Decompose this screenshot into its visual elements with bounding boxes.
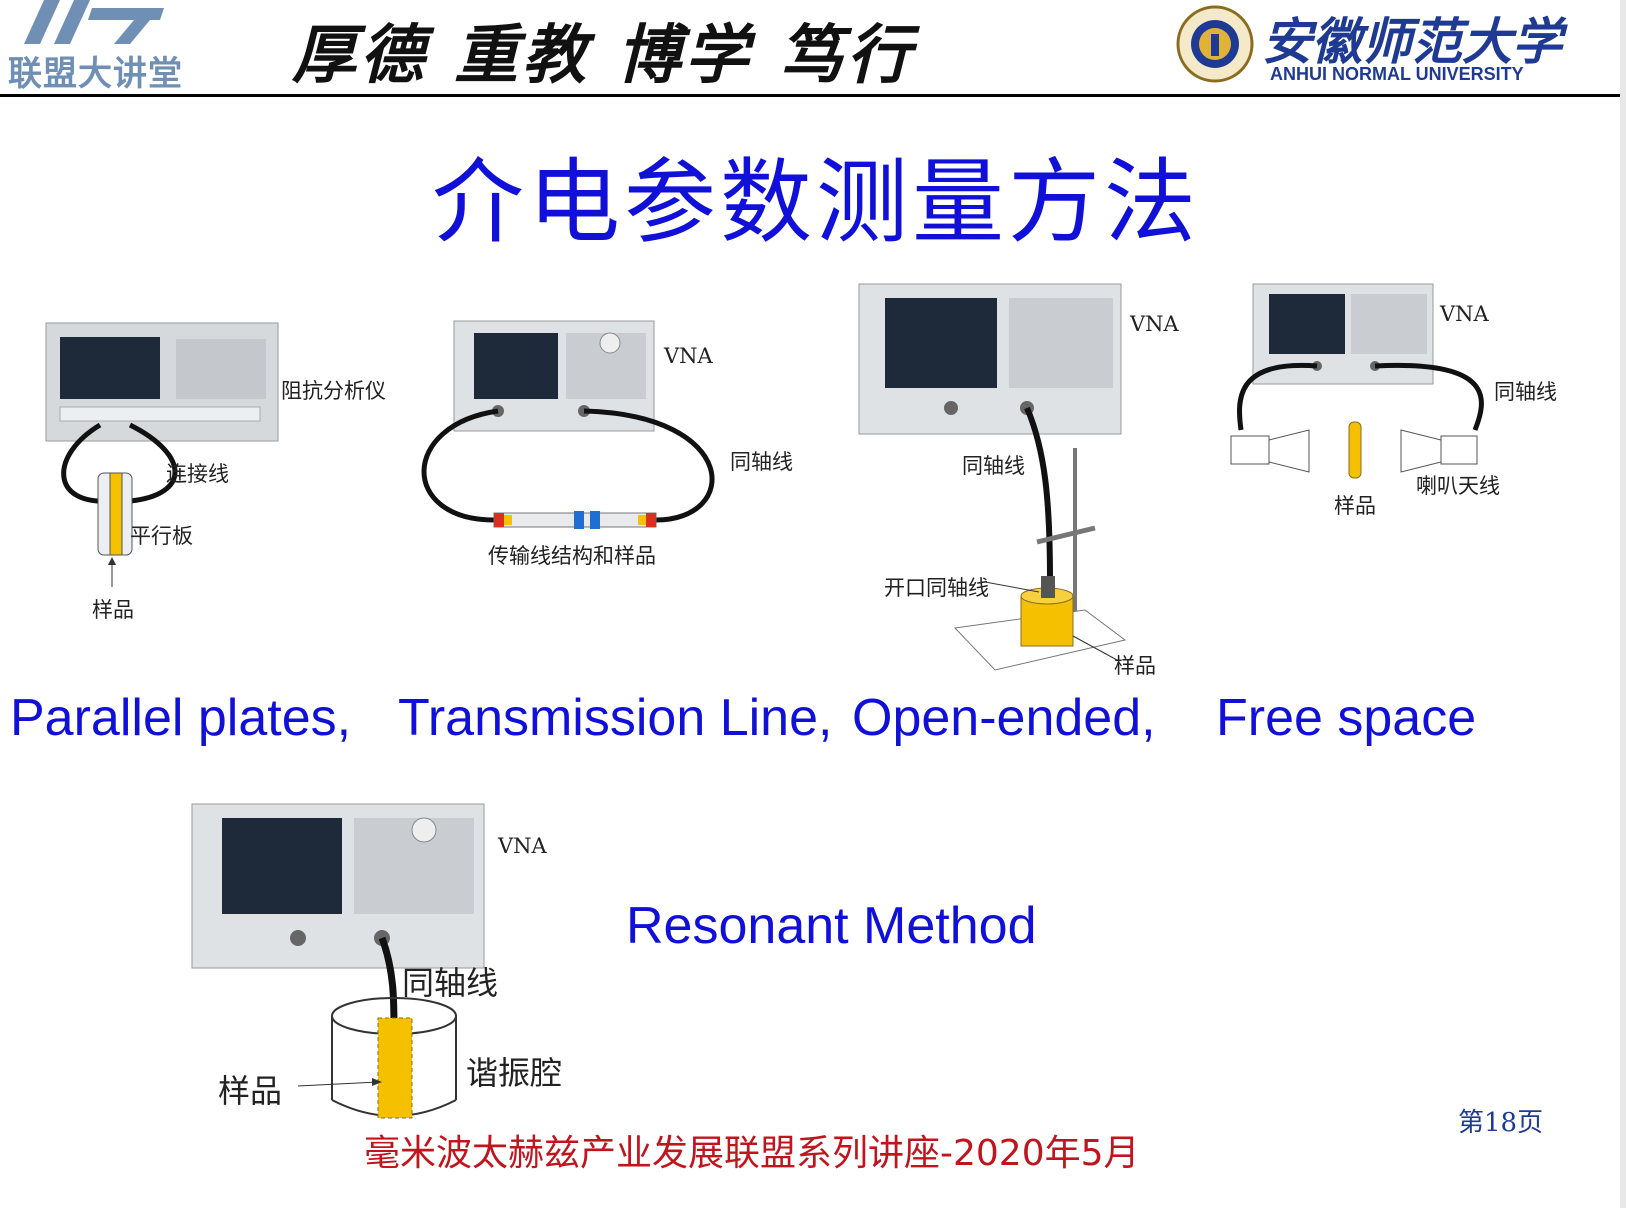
university-name-en: ANHUI NORMAL UNIVERSITY (1270, 64, 1524, 84)
free-space-diagram (1230, 283, 1484, 479)
label-parallel-plate: 平行板 (130, 524, 193, 548)
label-vna-transmission: VNA (664, 344, 713, 368)
label-horn-antenna: 喇叭天线 (1416, 474, 1500, 498)
university-name-cn: 安徽师范大学 (1262, 12, 1562, 71)
parallel-plate-diagram (45, 322, 279, 587)
right-edge-bar (1620, 0, 1626, 1208)
label-impedance-analyzer: 阻抗分析仪 (281, 379, 386, 403)
transmission-line-diagram (421, 320, 715, 529)
footer-lecture-series: 毫米波太赫兹产业发展联盟系列讲座-2020年5月 (364, 1133, 1140, 1174)
label-vna-resonant: VNA (498, 834, 547, 858)
method-free-space: Free space (1216, 689, 1477, 747)
label-connecting-cable: 连接线 (166, 462, 229, 486)
label-resonant-cavity: 谐振腔 (466, 1054, 563, 1092)
alliance-label: 联盟大讲堂 (8, 54, 183, 94)
method-open-ended: Open-ended, (852, 689, 1156, 747)
method-parallel-plates: Parallel plates, (10, 689, 352, 747)
label-coax-freespace: 同轴线 (1494, 380, 1557, 404)
alliance-logo-icon (24, 0, 164, 44)
method-transmission-line: Transmission Line, (398, 689, 833, 747)
label-sample-freespace: 样品 (1334, 494, 1376, 518)
university-seal-icon (1176, 5, 1254, 83)
page-number: 第18页 (1458, 1108, 1544, 1138)
slide-title: 介电参数测量方法 (432, 149, 1201, 256)
header-divider (0, 94, 1626, 97)
label-sample-openended: 样品 (1114, 654, 1156, 678)
label-sample-resonant: 样品 (218, 1072, 283, 1110)
open-ended-diagram (858, 283, 1127, 671)
label-transmission-structure: 传输线结构和样品 (488, 544, 656, 568)
university-motto: 厚德 重教 博学 笃行 (292, 18, 915, 93)
resonant-cavity-diagram (191, 803, 485, 1119)
label-open-coax-probe: 开口同轴线 (884, 576, 989, 600)
label-coax-resonant: 同轴线 (402, 964, 499, 1002)
label-coax-transmission: 同轴线 (730, 450, 793, 474)
label-sample-parallel: 样品 (92, 598, 134, 622)
method-resonant: Resonant Method (626, 897, 1037, 955)
label-coax-openended: 同轴线 (962, 454, 1025, 478)
label-vna-freespace: VNA (1440, 302, 1489, 326)
label-vna-openended: VNA (1130, 312, 1179, 336)
